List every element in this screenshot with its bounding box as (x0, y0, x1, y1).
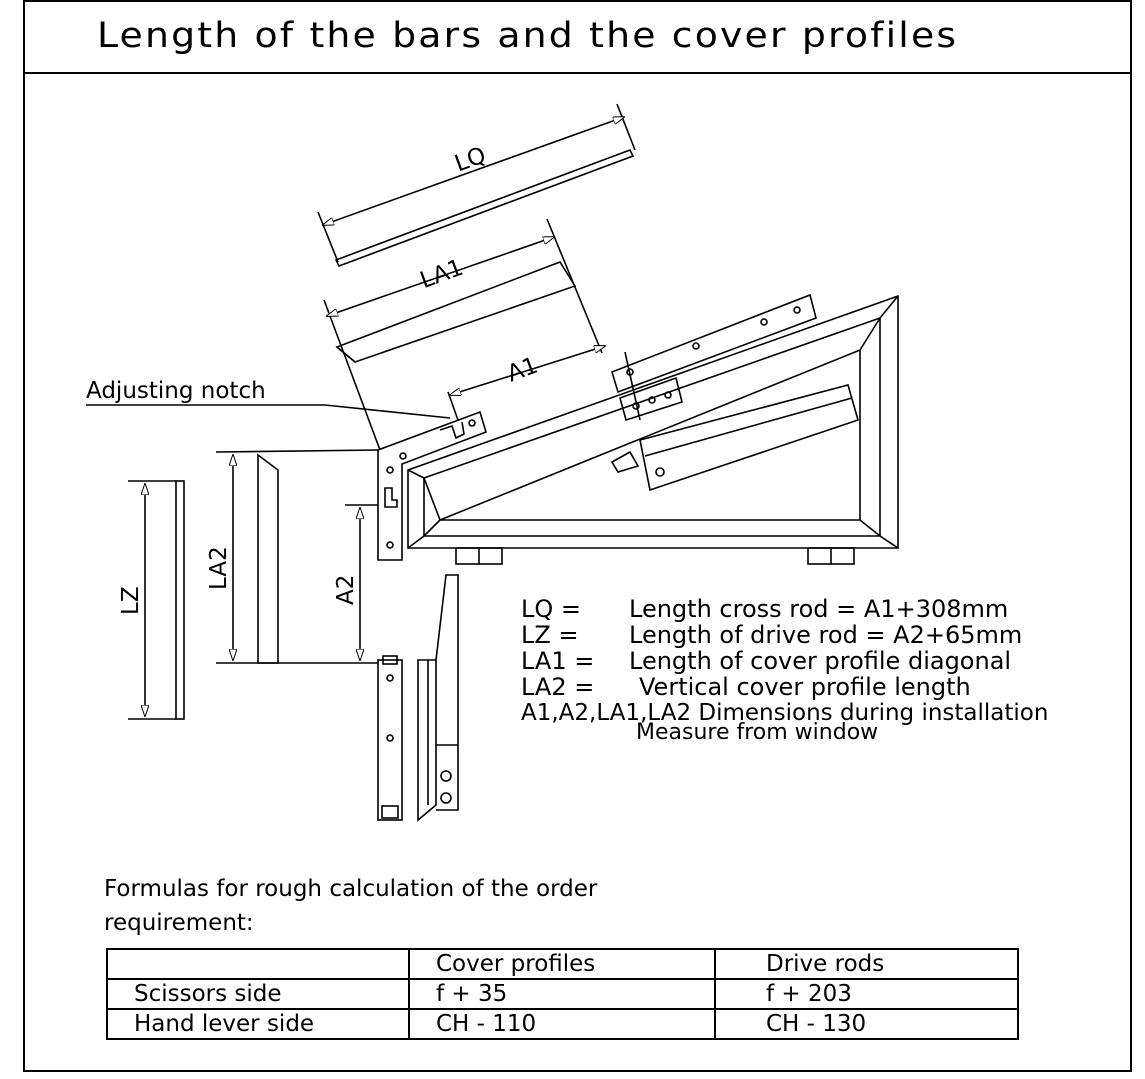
label-a1: A1 (504, 353, 541, 388)
corner-bracket (377, 410, 487, 561)
table-header-cell: Drive rods (714, 948, 1019, 980)
cover-profile-la2: LA2 (206, 449, 379, 664)
table-cell: CH - 130 (714, 1008, 1019, 1040)
label-a2: A2 (333, 575, 359, 605)
legend-row-la1: LA1 =Length of cover profile diagonal (521, 647, 1012, 675)
legend-note-measure: Measure from window (636, 720, 879, 745)
table-header-row: Cover profiles Drive rods (106, 948, 1019, 980)
page-title: Length of the bars and the cover profile… (97, 16, 959, 56)
window-frame (407, 294, 899, 565)
drive-assembly (610, 384, 859, 492)
cover-profile-la1: LA1 (323, 218, 603, 451)
adjusting-notch-callout: Adjusting notch (86, 378, 451, 419)
title-bar: Length of the bars and the cover profile… (25, 2, 1130, 74)
dimension-a2: A2 (333, 504, 378, 660)
formulas-title: Formulas for rough calculation of the or… (104, 876, 598, 936)
legend-row-lq: LQ =Length cross rod = A1+308mm (521, 595, 1009, 623)
label-lz: LZ (118, 586, 144, 615)
requirement-table: Cover profiles Drive rods Scissors side … (106, 948, 1019, 1040)
legend-note-installation: A1,A2,LA1,LA2 Dimensions during installa… (521, 700, 1049, 726)
label-lq: LQ (451, 142, 489, 177)
table-cell: CH - 110 (408, 1008, 716, 1040)
label-adjusting-notch: Adjusting notch (86, 378, 266, 404)
table-cell: f + 35 (408, 978, 716, 1010)
frame-bracket (611, 293, 817, 422)
lower-brackets (377, 574, 459, 822)
legend-row-lz: LZ =Length of drive rod = A2+65mm (521, 621, 1023, 649)
table-cell: Hand lever side (106, 1008, 410, 1040)
table-row: Hand lever side CH - 110 CH - 130 (106, 1008, 1019, 1040)
drawing-frame: Length of the bars and the cover profile… (23, 0, 1132, 1072)
label-la2: LA2 (206, 546, 232, 590)
table-cell: f + 203 (714, 978, 1019, 1010)
table-cell: Scissors side (106, 978, 410, 1010)
cross-rod-lq: LQ (317, 103, 636, 268)
legend-row-la2: LA2 =Vertical cover profile length (521, 673, 971, 701)
table-header-cell: Cover profiles (408, 948, 716, 980)
label-la1: LA1 (417, 255, 467, 294)
drive-rod-lz: LZ (118, 480, 185, 720)
table-header-cell (106, 948, 410, 980)
table-row: Scissors side f + 35 f + 203 (106, 978, 1019, 1010)
